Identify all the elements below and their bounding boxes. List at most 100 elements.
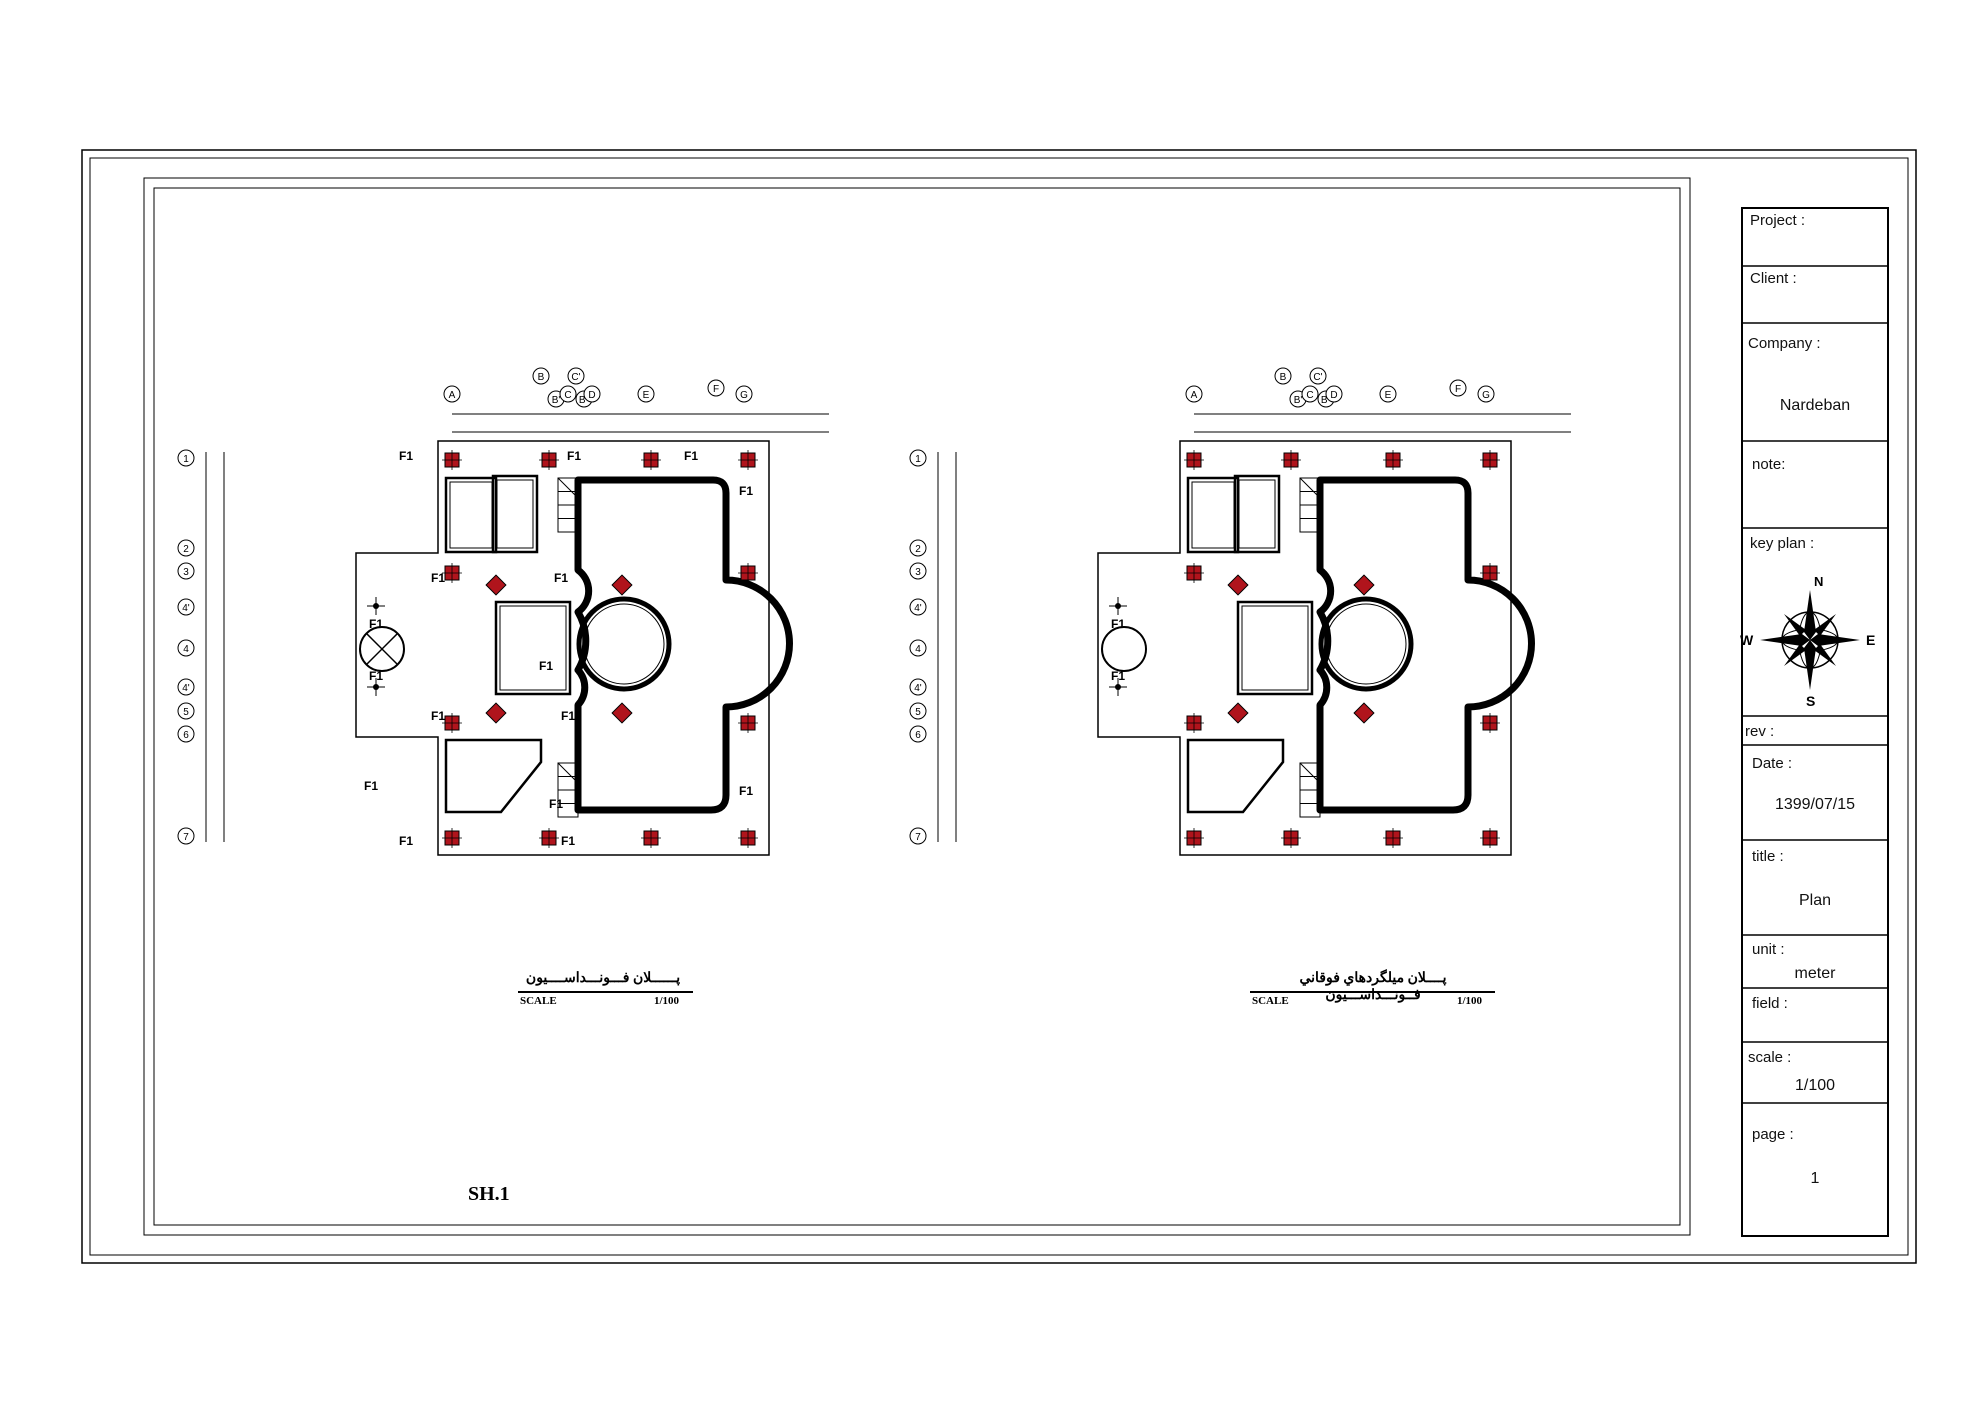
grid-number: 2 xyxy=(183,544,189,555)
grid-letter: F xyxy=(713,384,719,395)
company-label: Company : xyxy=(1748,335,1821,352)
f1-label-8: F1 xyxy=(561,709,575,723)
grid-letter: G xyxy=(740,390,748,401)
key-plan-label: key plan : xyxy=(1750,535,1815,552)
round-pool-inner xyxy=(1325,603,1407,685)
grid-number: 4' xyxy=(182,683,190,694)
unit-value: meter xyxy=(1794,965,1836,982)
plan-outline xyxy=(355,440,770,856)
grid-bubble-top xyxy=(443,385,461,403)
pad-bevel xyxy=(1186,738,1285,814)
stair-diag xyxy=(557,762,579,784)
grid-letter: D xyxy=(588,390,595,401)
title-underline-2 xyxy=(1250,991,1495,993)
grid-number: 6 xyxy=(183,730,189,741)
grid-number: 4' xyxy=(914,603,922,614)
grid-bubble-top xyxy=(583,385,601,403)
grid-bubble-top xyxy=(559,385,577,403)
compass-s: S xyxy=(1806,693,1815,709)
grid-bubble-left xyxy=(909,827,927,845)
grid-letter: C xyxy=(564,390,571,401)
grid-number: 4 xyxy=(915,644,921,655)
plan1-scale-value: 1/100 xyxy=(654,995,680,1007)
wing-circle xyxy=(359,626,405,672)
grid-bubble-top xyxy=(1325,385,1343,403)
pad-inner-0 xyxy=(1191,481,1235,549)
compass-icon: N E S W xyxy=(1740,574,1875,709)
grid-letter: B' xyxy=(552,395,561,406)
grid-letter: C' xyxy=(1313,372,1322,383)
grid-bubble-left xyxy=(177,562,195,580)
wing-x2 xyxy=(365,632,399,666)
grid-letter: B xyxy=(1280,372,1287,383)
grid-bubble-top xyxy=(1477,385,1495,403)
f1-label-0: F1 xyxy=(1111,617,1125,631)
grid-letter: D xyxy=(1330,390,1337,401)
grid-bubble-top xyxy=(735,385,753,403)
f1-label-6: F1 xyxy=(539,659,553,673)
grid-number: 3 xyxy=(183,567,189,578)
grid-bubble-top xyxy=(1379,385,1397,403)
column-rot-3 xyxy=(1353,702,1375,724)
f1-label-13: F1 xyxy=(561,834,575,848)
grid-number: 6 xyxy=(915,730,921,741)
grid-letter: B" xyxy=(579,395,590,406)
grid-number: 3 xyxy=(915,567,921,578)
f1-label-3: F1 xyxy=(431,571,445,585)
f1-label-4: F1 xyxy=(684,449,698,463)
column-rot-2 xyxy=(1227,702,1249,724)
grid-letter: A xyxy=(1191,390,1198,401)
f1-label-10: F1 xyxy=(369,669,383,683)
grid-bubble-top xyxy=(637,385,655,403)
grid-number: 5 xyxy=(183,707,189,718)
grid-letter: A xyxy=(449,390,456,401)
round-pool xyxy=(576,596,672,692)
grid-bubble-left xyxy=(177,449,195,467)
grid-bubble-left xyxy=(909,702,927,720)
f1-label-2: F1 xyxy=(554,571,568,585)
f1-label-0: F1 xyxy=(399,449,413,463)
pad-0 xyxy=(1186,476,1240,554)
f1-label-14: F1 xyxy=(399,834,413,848)
stair-diag xyxy=(557,477,579,499)
grid-bubble-top xyxy=(1301,385,1319,403)
curved-wall xyxy=(1316,476,1535,814)
pad-bevel xyxy=(444,738,543,814)
client-label: Client : xyxy=(1750,270,1797,287)
grid-letter: G xyxy=(1482,390,1490,401)
pad-inner-2 xyxy=(496,479,534,549)
grid-number: 2 xyxy=(915,544,921,555)
compass-e: E xyxy=(1866,632,1875,648)
pad-2 xyxy=(1233,474,1281,554)
title-block-frame xyxy=(1741,207,1889,1237)
page-value: 1 xyxy=(1810,1170,1820,1187)
stair-diag xyxy=(1299,477,1321,499)
f1-label-9: F1 xyxy=(369,617,383,631)
grid-letter: B" xyxy=(1321,395,1332,406)
scale-value: 1/100 xyxy=(1794,1077,1836,1094)
curved-wall xyxy=(574,476,793,814)
grid-bubble-left xyxy=(909,562,927,580)
grid-letter: E xyxy=(1385,390,1392,401)
drawing-frame xyxy=(143,177,1691,1236)
grid-letter: B' xyxy=(1294,395,1303,406)
grid-number: 4' xyxy=(914,683,922,694)
grid-bubble-left xyxy=(909,725,927,743)
column-rot-1 xyxy=(1353,574,1375,596)
column-rot-0 xyxy=(485,574,507,596)
grid-number: 4 xyxy=(183,644,189,655)
plan-title-foundation: پــــــلان فـــونـــداســــيون xyxy=(525,971,681,986)
unit-label: unit : xyxy=(1752,941,1785,958)
grid-bubble-left xyxy=(177,827,195,845)
grid-bubble-top xyxy=(707,379,725,397)
wing-circle xyxy=(1101,626,1147,672)
grid-bubble-left xyxy=(177,678,195,696)
grid-bubble-left xyxy=(909,678,927,696)
plan2-scale-value: 1/100 xyxy=(1457,995,1483,1007)
title-block-dividers xyxy=(1742,265,1888,1104)
sheet-id: SH.1 xyxy=(468,1183,510,1205)
drawing-frame-inner xyxy=(153,187,1681,1226)
